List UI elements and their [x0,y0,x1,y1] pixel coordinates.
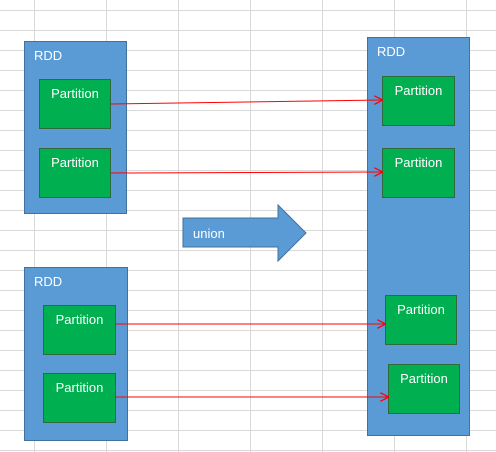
mapping-arrow-2 [110,172,382,173]
result-rdd-partition-3: Partition [385,295,457,345]
mapping-arrow-1 [110,100,382,104]
source-rdd-1-partition-2: Partition [39,148,111,198]
source-rdd-2-partition-2: Partition [43,373,116,423]
rdd-label: RDD [34,48,63,63]
union-label: union [193,226,225,241]
result-rdd-partition-1: Partition [382,76,455,126]
rdd-label: RDD [34,274,63,289]
result-rdd-partition-4: Partition [388,364,460,414]
rdd-label: RDD [377,44,406,59]
source-rdd-1-partition-1: Partition [39,79,111,129]
result-rdd-partition-2: Partition [382,148,455,198]
source-rdd-2-partition-1: Partition [43,305,116,355]
